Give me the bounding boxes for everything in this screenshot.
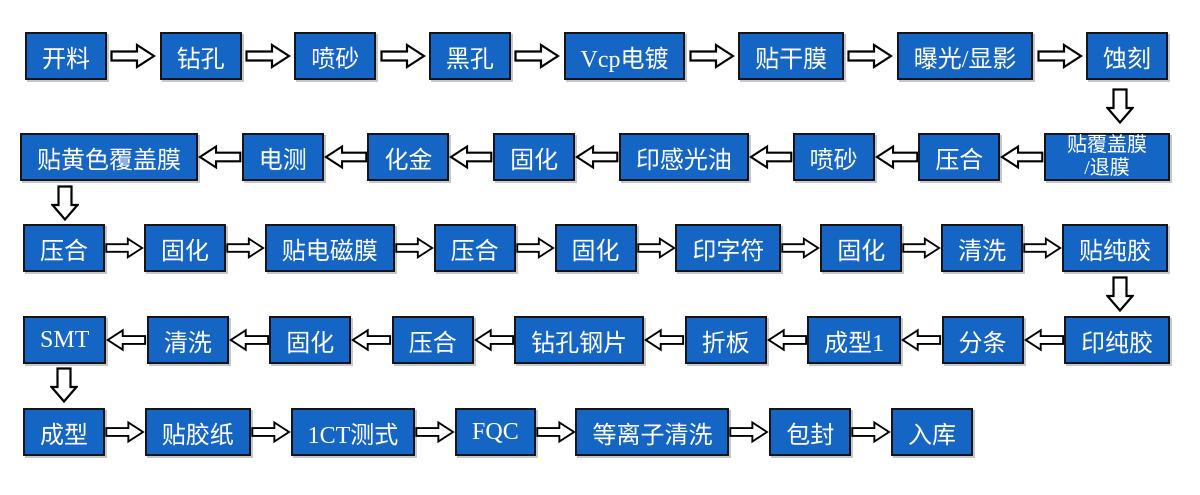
arrow-right-icon (107, 43, 160, 69)
arrow-right-icon (781, 235, 821, 261)
arrow-right-icon (226, 235, 265, 261)
flow-node: 喷砂 (792, 133, 875, 181)
flow-node: 黑孔 (428, 32, 511, 80)
flow-node: 电测 (241, 133, 324, 181)
flow-node: 成型1 (807, 316, 902, 364)
arrow-right-icon (376, 43, 429, 69)
flow-node: 喷砂 (294, 32, 377, 80)
flow-node: 固化 (143, 224, 226, 272)
arrow-right-icon (105, 235, 144, 261)
flow-node: 压合 (23, 224, 105, 272)
arrow-left-icon (198, 144, 242, 170)
arrow-right-icon (515, 235, 555, 261)
flow-node: 包封 (769, 408, 852, 456)
arrow-right-icon (511, 43, 564, 69)
flow-node: 贴电磁膜 (264, 224, 395, 272)
arrow-right-icon (251, 419, 291, 445)
arrow-right-icon (902, 235, 942, 261)
arrow-left-icon (106, 327, 147, 353)
flow-row-5: 成型贴胶纸 1CT测式 FQC 等离子清洗包封入库 (23, 408, 974, 456)
flow-node: 压合 (433, 224, 516, 272)
flow-node: 印纯胶 (1063, 316, 1170, 364)
arrow-down-icon (51, 185, 79, 221)
flow-node: 曝光/显影 (896, 32, 1034, 80)
arrow-left-icon (874, 144, 919, 170)
flow-node: 印感光油 (618, 133, 749, 181)
flow-node: 压合 (918, 133, 1001, 181)
arrow-right-icon (844, 43, 897, 69)
arrow-right-icon (395, 235, 434, 261)
arrow-left-icon (323, 144, 368, 170)
flow-row-1: 开料 钻孔 喷砂 黑孔 Vcp电镀 贴干膜 曝光/显影 蚀刻 (25, 32, 1169, 80)
flow-node: 固化 (554, 224, 637, 272)
arrow-right-icon (636, 235, 676, 261)
arrow-right-icon (685, 43, 738, 69)
flow-node: 固化 (493, 133, 576, 181)
flow-node: 入库 (891, 408, 974, 456)
flow-node: FQC (455, 408, 536, 456)
flow-node: 清洗 (146, 316, 229, 364)
arrow-left-icon (351, 327, 392, 353)
flow-node: 贴黄色覆盖膜 (20, 133, 198, 181)
arrow-left-icon (901, 327, 942, 353)
flow-node: 开料 (25, 32, 107, 80)
arrow-right-icon (415, 419, 456, 445)
flow-node: 贴干膜 (738, 32, 845, 80)
arrow-left-icon (228, 327, 269, 353)
flow-node: 等离子清洗 (575, 408, 730, 456)
arrow-left-icon (473, 327, 514, 353)
flow-node: 分条 (941, 316, 1024, 364)
arrow-down-icon (1106, 276, 1134, 312)
flow-node: 成型 (23, 408, 105, 456)
arrow-left-icon (644, 327, 685, 353)
arrow-right-icon (1023, 235, 1062, 261)
flow-row-3: 压合固化贴电磁膜压合固化印字符固化清洗贴纯胶 (23, 224, 1168, 272)
flow-node: SMT (23, 316, 107, 364)
arrow-right-icon (242, 43, 295, 69)
flow-node: 贴覆盖膜 /退膜 (1044, 133, 1171, 181)
flow-node: 化金 (367, 133, 450, 181)
flow-node: 印字符 (675, 224, 782, 272)
arrow-right-icon (851, 419, 892, 445)
arrow-down-icon (1106, 88, 1134, 124)
arrow-right-icon (1033, 43, 1086, 69)
flow-node: 固化 (269, 316, 352, 364)
flow-node: 贴胶纸 (144, 408, 251, 456)
flow-row-2: 贴黄色覆盖膜电测化金固化印感光油喷砂压合贴覆盖膜 /退膜 (20, 133, 1171, 181)
flow-node: 贴纯胶 (1062, 224, 1168, 272)
flow-node: 折板 (684, 316, 767, 364)
flow-node: 固化 (820, 224, 903, 272)
arrow-left-icon (575, 144, 619, 170)
flow-node: 1CT测式 (290, 408, 416, 456)
arrow-left-icon (1023, 327, 1064, 353)
flow-node: 钻孔钢片 (514, 316, 645, 364)
flow-node: 钻孔 (159, 32, 242, 80)
arrow-right-icon (729, 419, 770, 445)
arrow-right-icon (105, 419, 145, 445)
arrow-left-icon (766, 327, 807, 353)
arrow-left-icon (748, 144, 793, 170)
flow-node: Vcp电镀 (563, 32, 686, 80)
arrow-left-icon (449, 144, 493, 170)
flow-node: 蚀刻 (1086, 32, 1169, 80)
arrow-down-icon (50, 367, 78, 403)
arrow-right-icon (536, 419, 576, 445)
flow-node: 压合 (391, 316, 474, 364)
flow-row-4: SMT 清洗固化压合钻孔钢片折板成型1 分条印纯胶 (23, 316, 1170, 364)
flow-node: 清洗 (941, 224, 1024, 272)
arrow-left-icon (1000, 144, 1044, 170)
